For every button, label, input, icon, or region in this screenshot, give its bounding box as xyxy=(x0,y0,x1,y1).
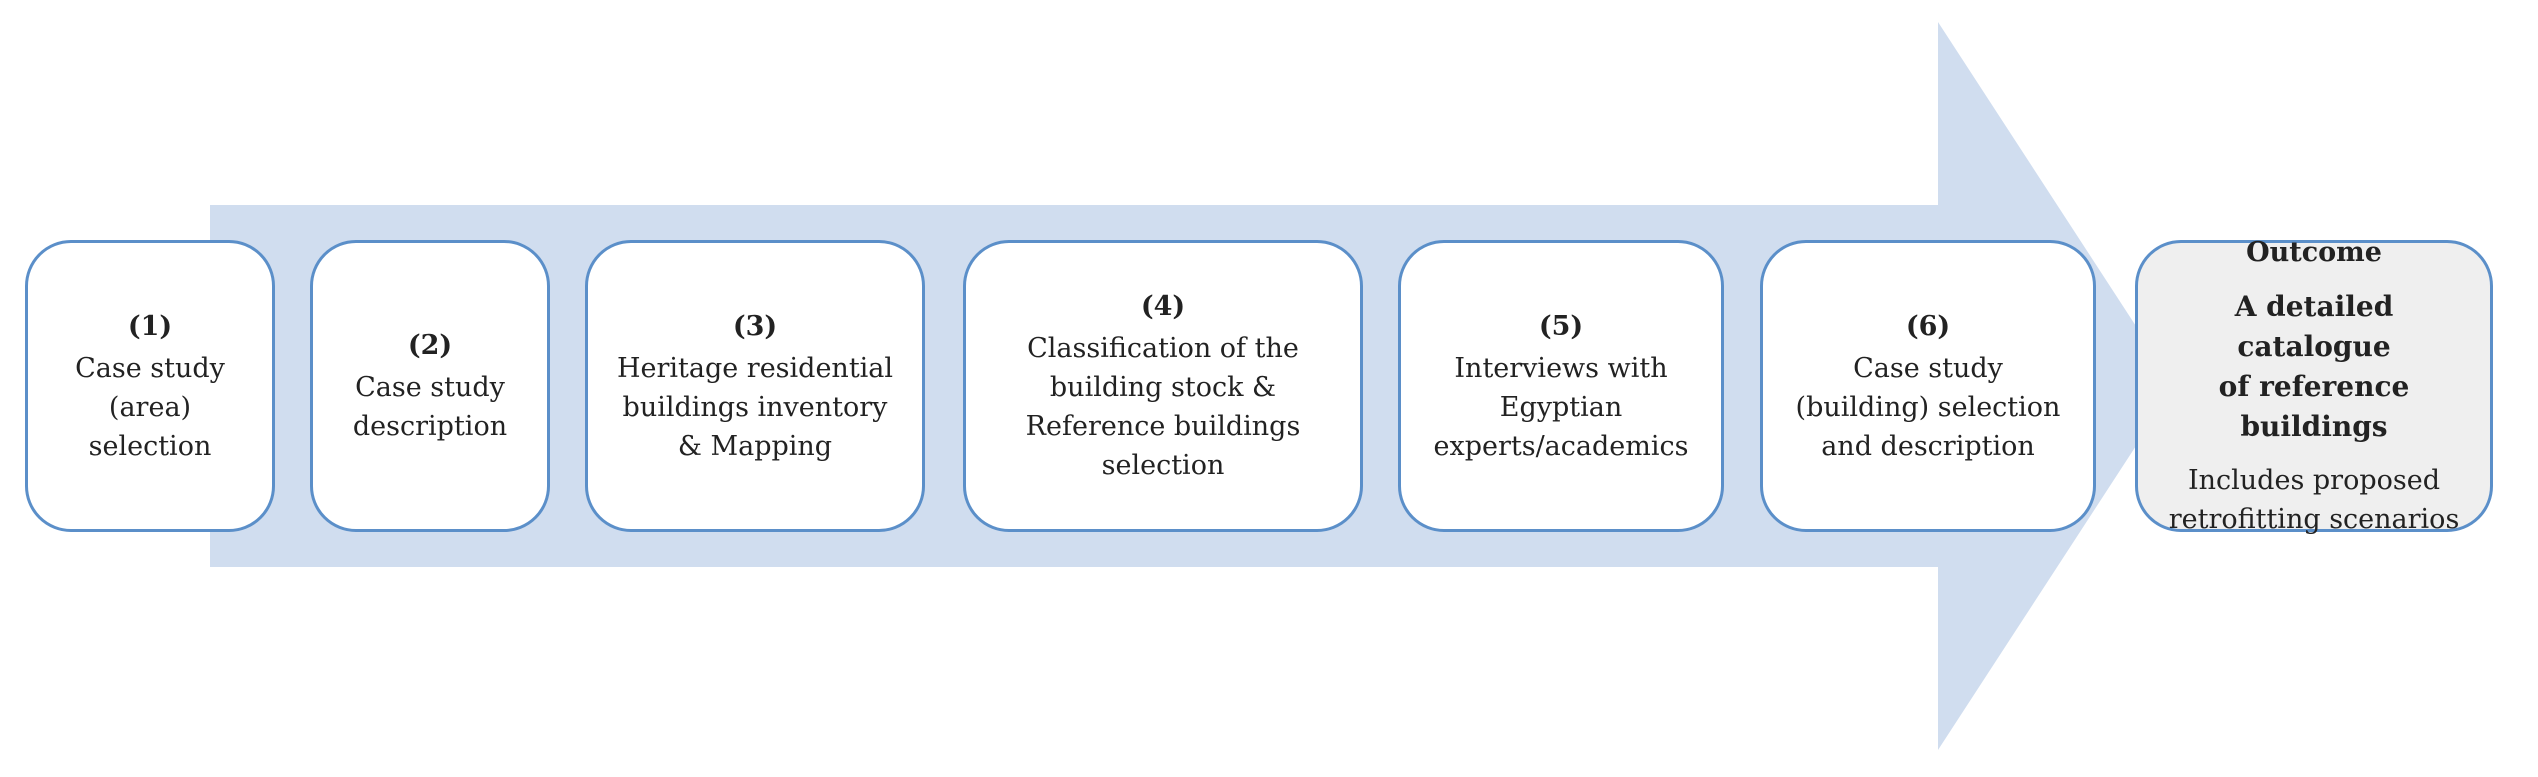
step-2-text: Case study description xyxy=(352,372,508,442)
step-3-text: Heritage residential buildings inventory… xyxy=(616,352,894,462)
step-6-box: (6) Case study (building) selection and … xyxy=(1760,240,2096,532)
outcome-main-text: A detailed catalogue of reference buildi… xyxy=(2218,290,2410,443)
step-1-text: Case study (area) selection xyxy=(75,352,225,462)
step-4-number: (4) xyxy=(1140,291,1186,322)
step-4-text: Classification of the building stock & R… xyxy=(1025,333,1301,481)
step-5-text: Interviews with Egyptian experts/academi… xyxy=(1433,352,1689,462)
step-2-number: (2) xyxy=(407,330,453,361)
outcome-heading: Outcome xyxy=(2246,237,2382,268)
step-3-number: (3) xyxy=(732,310,778,342)
step-2-box: (2) Case study description xyxy=(310,240,550,532)
step-4-box: (4) Classification of the building stock… xyxy=(963,240,1363,532)
outcome-sub-text: Includes proposed retrofitting scenarios xyxy=(2168,465,2460,535)
step-6-number: (6) xyxy=(1905,310,1951,342)
step-6-text: Case study (building) selection and desc… xyxy=(1795,352,2061,462)
step-1-box: (1) Case study (area) selection xyxy=(25,240,275,532)
step-5-box: (5) Interviews with Egyptian experts/aca… xyxy=(1398,240,1724,532)
step-1-number: (1) xyxy=(127,310,173,342)
outcome-box: Outcome A detailed catalogue of referenc… xyxy=(2135,237,2493,535)
step-5-number: (5) xyxy=(1538,310,1584,342)
step-3-box: (3) Heritage residential buildings inven… xyxy=(585,240,925,532)
